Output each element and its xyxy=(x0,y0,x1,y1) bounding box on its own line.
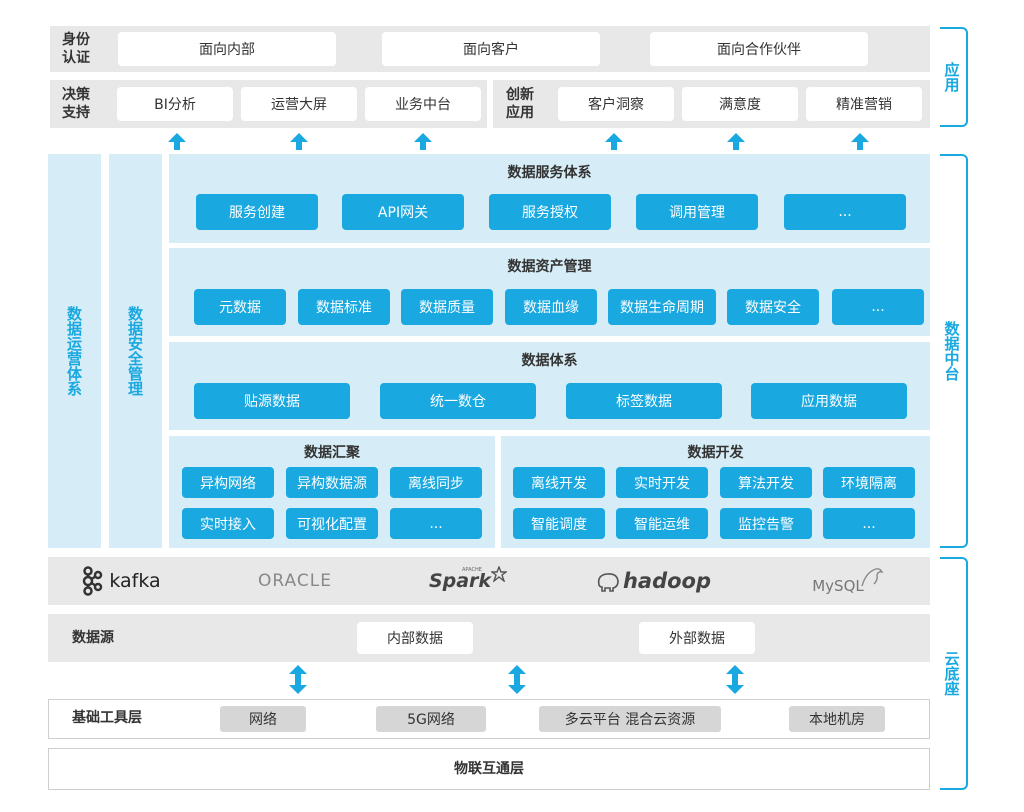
spark-star-icon xyxy=(491,566,508,582)
infra-row xyxy=(48,699,930,739)
up-arrow-icon xyxy=(168,133,186,150)
service-item-api[interactable]: API网关 xyxy=(342,194,464,230)
infra-item-network[interactable]: 网络 xyxy=(220,706,306,732)
aggregation-item-realtime[interactable]: 实时接入 xyxy=(182,508,274,539)
up-arrow-icon xyxy=(727,133,745,150)
aggregation-item-hetero-source[interactable]: 异构数据源 xyxy=(286,467,378,498)
system-item-warehouse[interactable]: 统一数仓 xyxy=(380,383,536,419)
security-column xyxy=(109,154,162,548)
up-arrows xyxy=(168,133,869,150)
iot-label: 物联互通层 xyxy=(454,761,524,777)
hadoop-logo: hadoop xyxy=(588,562,718,600)
cloud-bracket xyxy=(940,557,968,790)
system-title: 数据体系 xyxy=(521,353,578,369)
double-arrows xyxy=(289,665,744,694)
datacenter-bracket xyxy=(940,154,968,548)
asset-title: 数据资产管理 xyxy=(507,259,592,275)
ops-column xyxy=(48,154,101,548)
aggregation-item-offline-sync[interactable]: 离线同步 xyxy=(390,467,482,498)
app-bracket xyxy=(940,27,968,127)
infra-item-local[interactable]: 本地机房 xyxy=(789,706,885,732)
decision-item-bi[interactable]: BI分析 xyxy=(117,87,233,121)
decision-label: 决策 支持 xyxy=(62,87,90,121)
service-item-invoke[interactable]: 调用管理 xyxy=(636,194,758,230)
service-item-auth[interactable]: 服务授权 xyxy=(489,194,611,230)
datasource-row xyxy=(48,614,930,662)
development-item-more[interactable]: ... xyxy=(823,508,915,539)
identity-item-customer[interactable]: 面向客户 xyxy=(382,32,600,66)
app-side-label: 应用 xyxy=(942,62,961,92)
dolphin-icon xyxy=(861,568,884,587)
up-arrow-icon xyxy=(851,133,869,150)
aggregation-item-visual[interactable]: 可视化配置 xyxy=(286,508,378,539)
cloud-side-label: 云底座 xyxy=(942,651,961,696)
development-item-monitor[interactable]: 监控告警 xyxy=(720,508,812,539)
double-arrow-icon xyxy=(726,665,744,694)
development-item-realtime[interactable]: 实时开发 xyxy=(616,467,708,498)
oracle-text: ORACLE xyxy=(258,571,332,591)
kafka-logo: kafka xyxy=(76,562,166,600)
oracle-logo: ORACLE xyxy=(240,562,350,600)
development-item-offline[interactable]: 离线开发 xyxy=(513,467,605,498)
innovation-item-insight[interactable]: 客户洞察 xyxy=(558,87,674,121)
datasource-item-internal[interactable]: 内部数据 xyxy=(357,622,473,654)
datasource-label: 数据源 xyxy=(72,630,114,646)
identity-item-internal[interactable]: 面向内部 xyxy=(118,32,336,66)
iot-row xyxy=(48,748,930,790)
innovation-label: 创新 应用 xyxy=(506,87,534,121)
double-arrow-icon xyxy=(289,665,307,694)
asset-item-lifecycle[interactable]: 数据生命周期 xyxy=(608,289,716,325)
development-item-algorithm[interactable]: 算法开发 xyxy=(720,467,812,498)
system-item-tag[interactable]: 标签数据 xyxy=(566,383,722,419)
identity-label: 身份 认证 xyxy=(62,32,90,66)
kafka-icon xyxy=(83,566,103,596)
datasource-item-external[interactable]: 外部数据 xyxy=(639,622,755,654)
hadoop-text: hadoop xyxy=(622,569,712,593)
asset-item-lineage[interactable]: 数据血缘 xyxy=(505,289,597,325)
decision-item-business[interactable]: 业务中台 xyxy=(365,87,481,121)
kafka-text: kafka xyxy=(109,570,161,592)
service-item-create[interactable]: 服务创建 xyxy=(196,194,318,230)
up-arrow-icon xyxy=(290,133,308,150)
infra-item-5g[interactable]: 5G网络 xyxy=(376,706,486,732)
identity-item-partner[interactable]: 面向合作伙伴 xyxy=(650,32,868,66)
aggregation-item-hetero-network[interactable]: 异构网络 xyxy=(182,467,274,498)
datacenter-side-label: 数据中台 xyxy=(942,321,961,381)
service-title: 数据服务体系 xyxy=(507,165,592,181)
innovation-item-satisfaction[interactable]: 满意度 xyxy=(682,87,798,121)
development-item-schedule[interactable]: 智能调度 xyxy=(513,508,605,539)
decision-item-screen[interactable]: 运营大屏 xyxy=(241,87,357,121)
aggregation-title: 数据汇聚 xyxy=(304,445,360,461)
logo-row xyxy=(48,557,930,605)
system-item-application[interactable]: 应用数据 xyxy=(751,383,907,419)
security-column-label: 数据安全管理 xyxy=(126,306,144,396)
infra-item-cloud[interactable]: 多云平台 混合云资源 xyxy=(539,706,721,732)
system-item-source[interactable]: 贴源数据 xyxy=(194,383,350,419)
spark-text: Spark xyxy=(428,570,492,592)
elephant-icon xyxy=(597,573,619,592)
development-title: 数据开发 xyxy=(687,445,744,461)
infra-label: 基础工具层 xyxy=(72,710,142,726)
mysql-text: MySQL xyxy=(812,577,864,595)
up-arrow-icon xyxy=(414,133,432,150)
asset-item-security[interactable]: 数据安全 xyxy=(727,289,819,325)
asset-item-quality[interactable]: 数据质量 xyxy=(401,289,493,325)
ops-column-label: 数据运营体系 xyxy=(65,306,83,396)
asset-item-metadata[interactable]: 元数据 xyxy=(194,289,286,325)
development-item-ops[interactable]: 智能运维 xyxy=(616,508,708,539)
asset-item-standard[interactable]: 数据标准 xyxy=(298,289,390,325)
spark-apache-text: APACHE xyxy=(462,567,482,573)
aggregation-item-more[interactable]: ... xyxy=(390,508,482,539)
innovation-item-marketing[interactable]: 精准营销 xyxy=(806,87,922,121)
service-item-more[interactable]: ... xyxy=(784,194,906,230)
asset-item-more[interactable]: ... xyxy=(832,289,924,325)
mysql-logo: MySQL xyxy=(808,562,888,600)
double-arrow-icon xyxy=(508,665,526,694)
up-arrow-icon xyxy=(605,133,623,150)
development-item-isolation[interactable]: 环境隔离 xyxy=(823,467,915,498)
spark-logo: Spark APACHE xyxy=(428,562,508,600)
